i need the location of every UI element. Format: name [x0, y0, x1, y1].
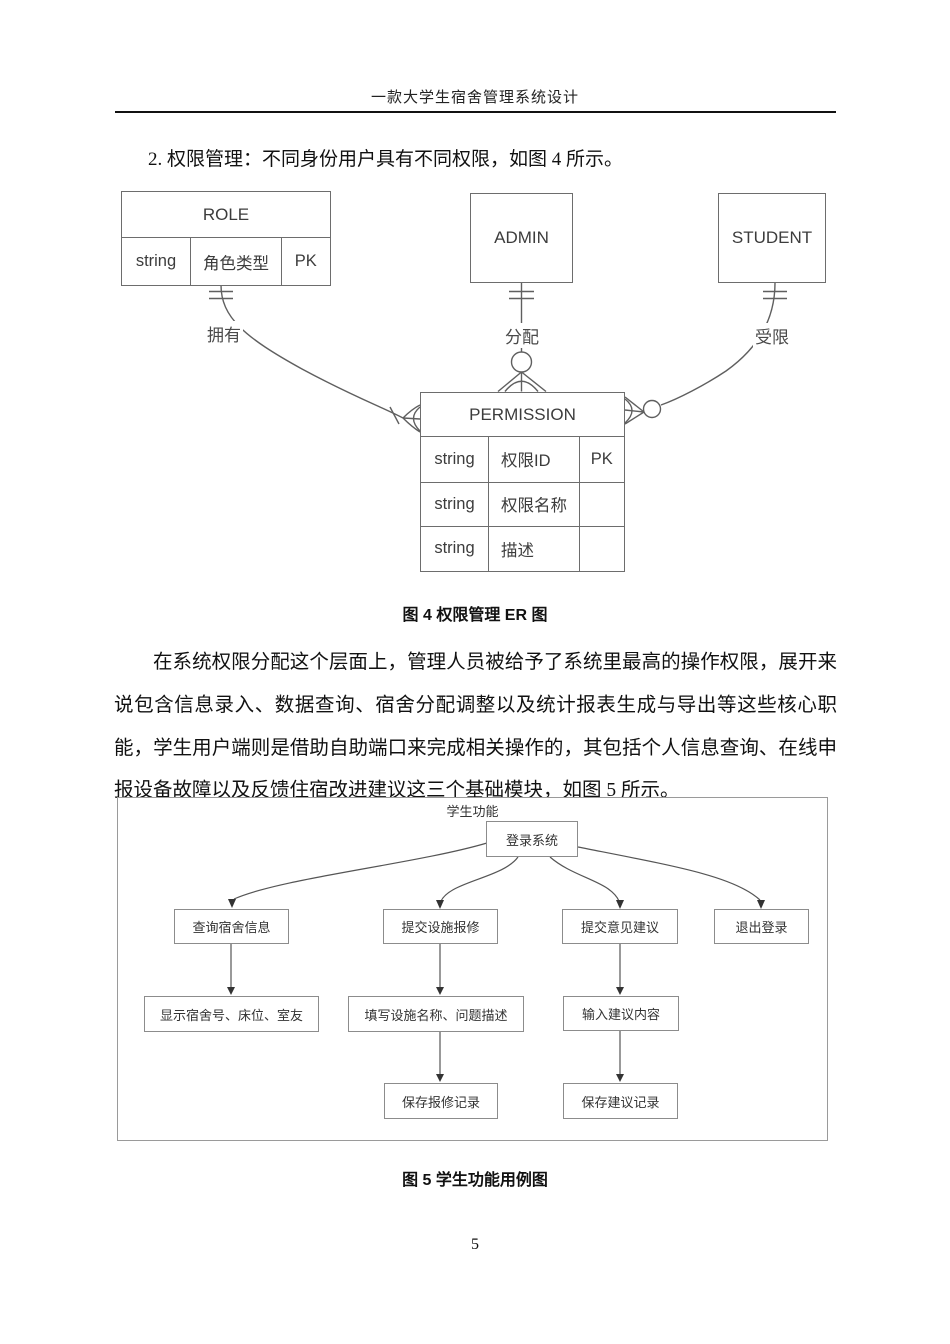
permission-attribute-row: string 描述 [421, 526, 624, 571]
er-diagram-figure4: ROLE string 角色类型 PK ADMIN STUDENT PERMIS… [0, 185, 950, 590]
flow-arrow-lines [227, 842, 765, 1082]
body-paragraph: 在系统权限分配这个层面上，管理人员被给予了系统里最高的操作权限，展开来说包含信息… [114, 652, 837, 802]
permission-attr-name: 权限名称 [489, 482, 580, 526]
permission-attr-name: 权限ID [489, 437, 580, 482]
role-attr-name: 角色类型 [191, 238, 282, 285]
role-attribute-row: string 角色类型 PK [122, 238, 330, 285]
role-title: ROLE [122, 192, 330, 238]
page-number: 5 [471, 1236, 479, 1253]
role-permission-line [220, 284, 404, 419]
student-permission-line [660, 282, 776, 406]
flow-diagram-title: 学生功能 [446, 804, 499, 819]
relation-label-limited: 受限 [753, 323, 791, 348]
figure5-caption: 图 5 学生功能用例图 [402, 1172, 548, 1189]
permission-attribute-row: string 权限ID PK [421, 437, 624, 482]
flow-diagram-figure5: 学生功能 登录系统 查询宿舍信息 提交设施报修 提交意见建议 退出登录 [117, 797, 828, 1141]
permission-attr-key: PK [590, 449, 613, 468]
page-header-title: 一款大学生宿舍管理系统设计 [370, 90, 579, 106]
flow-node-submit-suggestion: 提交意见建议 [562, 909, 678, 944]
permission-attr-type: string [421, 482, 489, 526]
header-rule [115, 111, 836, 113]
flow-node-save-repair: 保存报修记录 [384, 1083, 498, 1119]
role-attr-type: string [122, 238, 191, 285]
permission-attr-type: string [421, 437, 489, 482]
er-entity-admin: ADMIN [470, 193, 573, 283]
permission-attr-key [580, 527, 625, 571]
er-entity-role: ROLE string 角色类型 PK [121, 191, 331, 286]
intro-paragraph: 2. 权限管理：不同身份用户具有不同权限，如图 4 所示。 [148, 149, 624, 170]
role-attr-key: PK [294, 252, 317, 270]
permission-title: PERMISSION [421, 393, 624, 437]
permission-attribute-row: string 权限名称 [421, 481, 625, 527]
er-connector-lines [209, 282, 787, 433]
flow-node-login: 登录系统 [486, 821, 578, 857]
flow-node-fill-repair: 填写设施名称、问题描述 [348, 996, 524, 1032]
flow-node-show-info: 显示宿舍号、床位、室友 [144, 996, 319, 1032]
figure4-caption: 图 4 权限管理 ER 图 [402, 607, 548, 624]
permission-attr-key [580, 483, 625, 527]
flow-node-query-info: 查询宿舍信息 [174, 909, 289, 944]
er-entity-student: STUDENT [718, 193, 826, 283]
relation-label-assign: 分配 [503, 323, 541, 348]
flow-node-submit-repair: 提交设施报修 [383, 909, 498, 944]
flow-node-input-suggestion: 输入建议内容 [563, 996, 679, 1031]
flow-node-save-suggestion: 保存建议记录 [563, 1083, 678, 1119]
relation-label-own: 拥有 [205, 321, 243, 346]
permission-attr-name: 描述 [489, 527, 580, 571]
permission-attr-type: string [421, 527, 489, 571]
flow-node-logout: 退出登录 [714, 909, 809, 944]
er-entity-permission: PERMISSION string 权限ID PK string 权限名称 st… [420, 392, 625, 572]
